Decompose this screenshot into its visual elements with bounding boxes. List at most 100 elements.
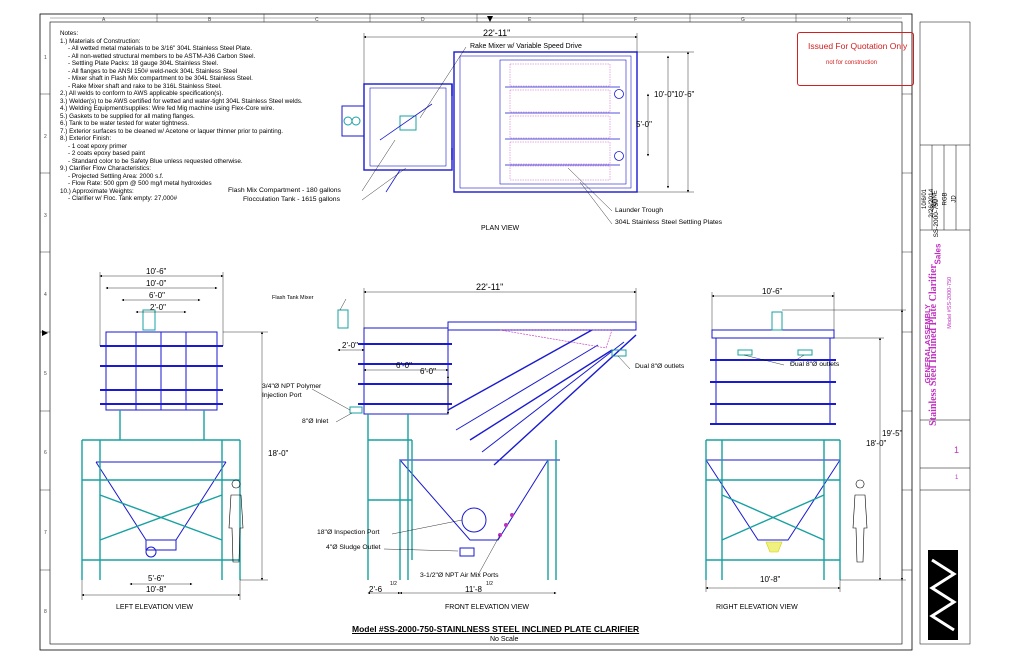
front-dim-half-a: 1/2	[390, 581, 397, 587]
note-line: - Rake Mixer shaft and rake to be 316L S…	[68, 82, 222, 90]
quotation-stamp: Issued For Quotation Only not for constr…	[797, 32, 914, 86]
left-elevation-dims	[81, 272, 268, 600]
row-label-3: 3	[44, 213, 47, 219]
note-line: - Flow Rate: 500 gpm @ 500 mg/l metal hy…	[68, 180, 212, 187]
plan-callout-flash: Flash Mix Compartment - 180 gallons	[228, 187, 341, 194]
row-label-1: 1	[44, 55, 47, 61]
tb-date: 10/6/01	[922, 188, 929, 210]
model-subtitle: No Scale	[490, 636, 519, 643]
right-dim-10-8: 10'-8"	[760, 575, 781, 584]
left-elevation-title: LEFT ELEVATION VIEW	[116, 604, 194, 611]
model-title: Model #SS-2000-750-STAINLNESS STEEL INCL…	[352, 624, 640, 634]
front-callout-polymer: 3/4"Ø NPT Polymer	[262, 383, 322, 390]
plan-dim-overall: 22'-11"	[483, 28, 511, 38]
stamp-subtitle: not for construction	[826, 60, 878, 66]
front-dim-6-0a: 6'-0"	[396, 361, 412, 370]
note-line: - Standard color to be Safety Blue unles…	[68, 157, 243, 165]
note-line: - 1 coat epoxy primer	[68, 142, 128, 150]
front-dim-overall: 22'-11"	[476, 282, 504, 292]
plan-view-title: PLAN VIEW	[481, 225, 520, 232]
front-dim-2-0: 2'-0"	[342, 341, 358, 350]
front-dim-6-0b: 6'-0"	[420, 367, 436, 376]
front-dim-half-b: 1/2	[486, 581, 493, 587]
column-label-a: A	[102, 17, 106, 23]
plan-dim-5: 5'-0"	[636, 120, 652, 129]
plan-callout-plates: 304L Stainless Steel Settling Plates	[615, 219, 723, 226]
tb-sheet: 1	[955, 475, 959, 481]
left-dim-2-0: 2'-0"	[150, 303, 166, 312]
front-elevation-title: FRONT ELEVATION VIEW	[445, 604, 530, 611]
left-elevation	[81, 309, 244, 580]
general-notes: Notes: 1.) Materials of Construction: - …	[60, 30, 303, 203]
front-callout-inspection: 18"Ø Inspection Port	[317, 529, 380, 536]
center-mark-left	[42, 330, 48, 336]
right-dim-10-6: 10'-6"	[762, 287, 783, 296]
left-dim-10-6: 10'-6"	[146, 267, 167, 276]
note-line: 5.) Gaskets to be supplied for all matin…	[60, 112, 195, 120]
center-mark-top	[487, 16, 493, 22]
plan-callout-floc: Flocculation Tank - 1615 gallons	[243, 196, 340, 203]
column-label-f: F	[634, 17, 638, 23]
note-line: - Clarifier w/ Floc. Tank empty: 27,000#	[68, 195, 178, 202]
row-label-8: 8	[44, 609, 47, 615]
note-line: 3.) Welder(s) to be AWS certified for we…	[60, 97, 303, 105]
row-label-4: 4	[44, 292, 47, 298]
note-line: 6.) Tank to be water tested for water ti…	[60, 120, 190, 127]
front-elevation	[337, 309, 637, 580]
note-line: 9.) Clarifier Flow Characteristics:	[60, 165, 151, 172]
stamp-title: Issued For Quotation Only	[808, 41, 908, 51]
tb-product: Stainless Steel Inclined Plate Clarifier	[927, 264, 939, 426]
plan-dim-10-0: 10'-0"	[654, 90, 675, 99]
note-line: 7.) Exterior surfaces to be cleaned w/ A…	[60, 127, 283, 135]
front-elevation-dims	[311, 288, 637, 595]
note-line: 4.) Welding Equipment/supplies: Wire fed…	[60, 105, 275, 112]
tb-drawn: RGB	[942, 192, 949, 206]
column-label-b: B	[208, 17, 212, 23]
column-label-c: C	[315, 17, 319, 23]
tb-job: Sales	[933, 243, 943, 265]
tb-dwg-file: SS-2000-750	[932, 199, 940, 238]
left-dim-height: 18'-0"	[268, 449, 289, 458]
plan-callout-launder: Launder Trough	[615, 207, 663, 214]
right-elevation	[705, 311, 868, 580]
plan-dim-10-6: 10'-6"	[674, 90, 695, 99]
column-label-d: D	[421, 17, 425, 23]
plan-dimensions	[361, 33, 694, 225]
note-line: 10.) Approximate Weights:	[60, 187, 134, 195]
row-label-2: 2	[44, 134, 47, 140]
row-label-5: 5	[44, 371, 47, 377]
front-callout-outlets: Dual 8"Ø outlets	[635, 363, 685, 370]
note-line: - Settling Plate Packs: 18 gauge 304L St…	[68, 60, 219, 67]
left-dim-10-8: 10'-8"	[146, 585, 167, 594]
tb-model: Model #SS-2000-750	[947, 276, 954, 329]
column-label-g: G	[741, 17, 745, 23]
tb-checked: JD	[951, 195, 958, 203]
front-callout-inlet: 8"Ø Inlet	[302, 418, 329, 425]
company-logo	[928, 550, 958, 640]
note-line: 2.) All welds to conform to AWS applicab…	[60, 90, 224, 97]
notes-heading: Notes:	[60, 30, 79, 37]
left-dim-5-6: 5'-6"	[148, 574, 164, 583]
front-callout-air: 3-1/2"Ø NPT Air Mix Ports	[420, 572, 499, 579]
column-label-e: E	[528, 17, 532, 23]
title-block	[919, 21, 971, 645]
note-line: 1.) Materials of Construction:	[60, 37, 141, 45]
plan-view	[341, 51, 638, 193]
column-label-h: H	[847, 17, 851, 23]
left-dim-6-0: 6'-0"	[149, 291, 165, 300]
plan-callout-rake: Rake Mixer w/ Variable Speed Drive	[470, 43, 582, 50]
row-label-7: 7	[44, 530, 47, 536]
note-line: - All wetted metal materials to be 3/16"…	[68, 45, 253, 52]
note-line: - All flanges to be ANSI 150# weld-neck …	[68, 67, 238, 75]
front-callout-polymer-2: Injection Port	[262, 392, 302, 399]
tb-dwg-no: 1	[954, 445, 960, 455]
front-dim-2-6: 2'-6	[369, 585, 383, 594]
right-dim-18-0: 18'-0"	[866, 439, 887, 448]
note-line: 8.) Exterior Finish:	[60, 135, 112, 142]
note-line: - 2 coats epoxy based paint	[68, 150, 146, 157]
left-dim-10-0: 10'-0"	[146, 279, 167, 288]
row-label-6: 6	[44, 450, 47, 456]
right-elevation-title: RIGHT ELEVATION VIEW	[716, 604, 798, 611]
note-line: - Mixer shaft in Flash Mix compartment t…	[68, 75, 253, 82]
front-callout-sludge: 4"Ø Sludge Outlet	[326, 544, 381, 551]
